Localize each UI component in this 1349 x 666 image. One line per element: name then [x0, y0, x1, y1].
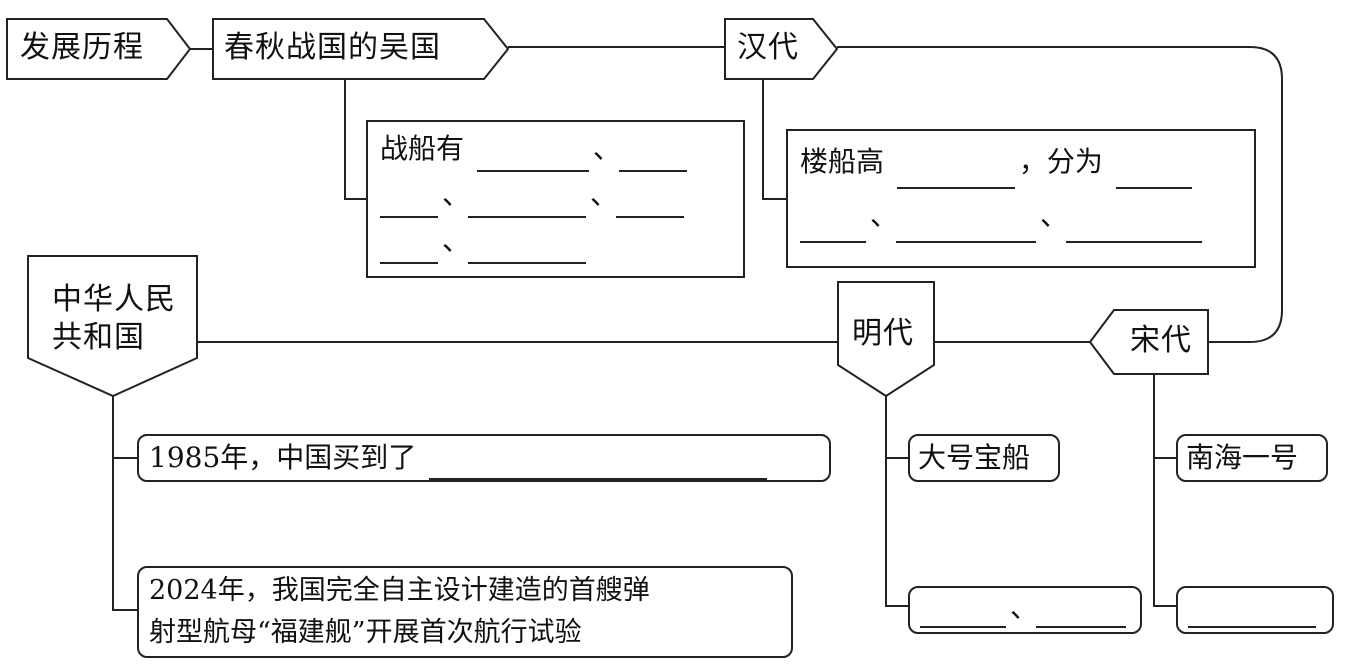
wu-ships-box: 战船有 、 、、 、 — [366, 120, 745, 278]
song-blank-1[interactable] — [1188, 596, 1316, 628]
ming-ship-box: 大号宝船 — [908, 434, 1060, 482]
han-prefix: 楼船高 — [800, 145, 885, 178]
prc-1985-box: 1985年，中国买到了 — [137, 434, 831, 482]
ming-blank-box: 、 — [908, 586, 1142, 634]
prc-2024-line1: 2024年，我国完全自主设计建造的首艘弹 — [149, 575, 650, 606]
node-handai-label: 汉代 — [737, 30, 799, 65]
node-songdai-shape — [1088, 309, 1209, 375]
wu-prefix: 战船有 — [380, 132, 465, 165]
wu-blank-1[interactable] — [476, 140, 589, 172]
han-mid: ，分为 — [1018, 145, 1103, 178]
node-prc-label-line2: 共和国 — [52, 320, 145, 355]
node-chunqiu-shape — [212, 18, 510, 80]
ming-ship-text: 大号宝船 — [918, 441, 1031, 474]
prc-1985-blank[interactable] — [429, 448, 768, 480]
node-prc-label-line1: 中华人民 — [52, 282, 176, 317]
han-ships-box: 楼船高 ，分为 、、 — [786, 129, 1256, 268]
connector-han-song — [837, 46, 1283, 343]
branch-han — [762, 79, 786, 200]
branch-song — [1153, 374, 1176, 607]
han-type-blank-1b[interactable] — [800, 211, 866, 243]
han-type-blank-2[interactable] — [896, 211, 1036, 243]
node-mingdai-label: 明代 — [852, 316, 914, 351]
node-prc-shape — [27, 255, 198, 398]
node-chunqiu-label: 春秋战国的吴国 — [224, 30, 441, 65]
wu-blank-4b[interactable] — [380, 232, 438, 264]
branch-wu — [344, 79, 366, 200]
node-handai-shape — [724, 18, 839, 80]
node-mingdai-shape — [837, 281, 935, 398]
node-fazhan-label: 发展历程 — [20, 30, 144, 65]
han-type-blank-1[interactable] — [1115, 157, 1192, 189]
han-height-blank[interactable] — [896, 157, 1015, 189]
prc-2024-line2: 射型航母“福建舰”开展首次航行试验 — [149, 617, 582, 648]
node-songdai-label: 宋代 — [1130, 323, 1192, 358]
han-type-blank-3[interactable] — [1066, 211, 1202, 243]
wu-blank-5[interactable] — [468, 232, 586, 264]
wu-blank-4[interactable] — [616, 186, 684, 218]
prc-2024-box: 2024年，我国完全自主设计建造的首艘弹 射型航母“福建舰”开展首次航行试验 — [137, 566, 793, 658]
branch-prc — [112, 396, 137, 611]
song-ship-box: 南海一号 — [1176, 434, 1328, 482]
branch-ming — [885, 396, 908, 607]
prc-1985-text: 1985年，中国买到了 — [149, 441, 417, 474]
node-fazhan-shape — [6, 18, 192, 80]
ming-blank-2[interactable] — [1036, 596, 1126, 628]
wu-blank-3[interactable] — [468, 186, 586, 218]
wu-blank-2b[interactable] — [380, 186, 438, 218]
song-blank-box — [1176, 586, 1334, 634]
ming-blank-1[interactable] — [920, 596, 1006, 628]
wu-blank-2[interactable] — [618, 140, 687, 172]
song-ship-text: 南海一号 — [1186, 441, 1299, 474]
